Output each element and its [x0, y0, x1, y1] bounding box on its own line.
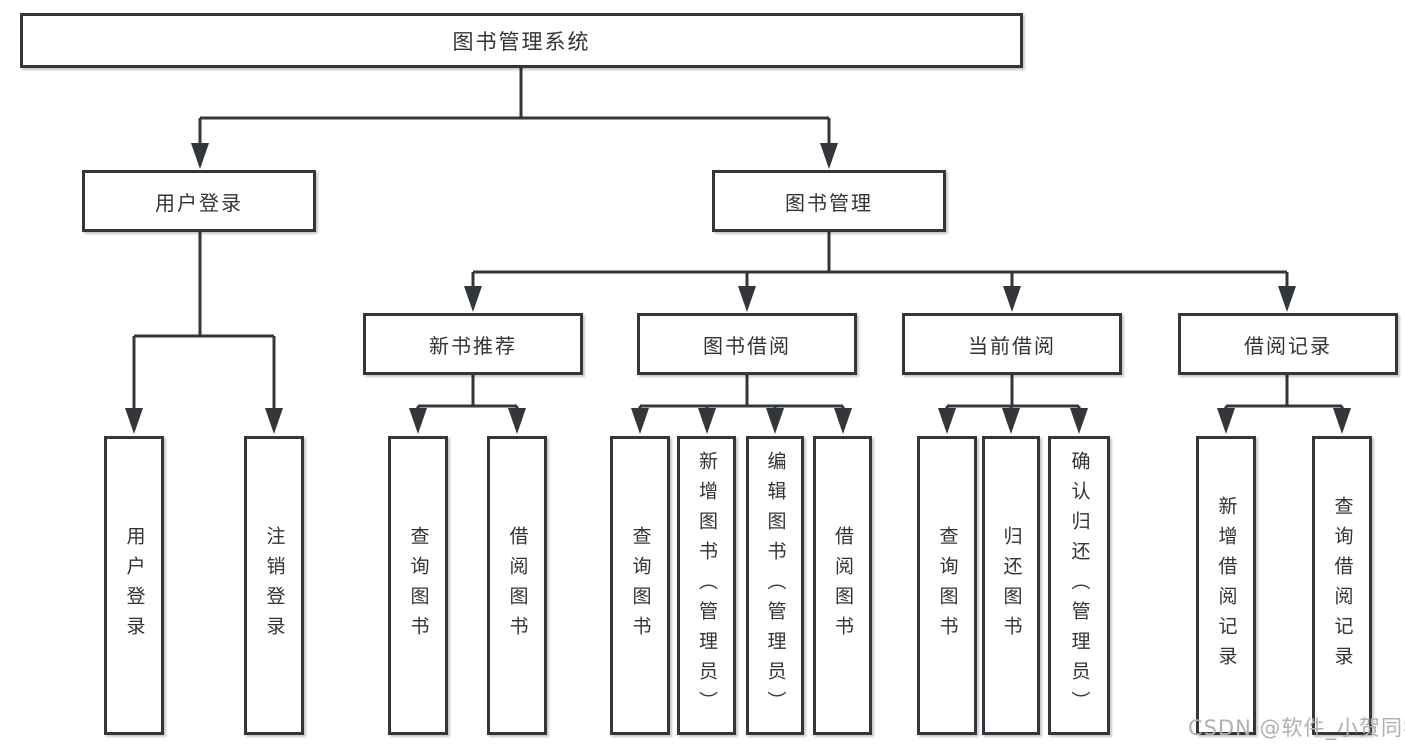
arrowhead	[464, 286, 482, 312]
leaf-borrowing-borrow-books-label: 借阅图书	[832, 525, 854, 646]
leaf-user-login: 用户登录	[104, 436, 164, 735]
arrowhead	[834, 408, 852, 434]
node-library-management-system: 图书管理系统	[20, 13, 1023, 68]
arrowhead	[265, 408, 283, 434]
node-user-login: 用户登录	[82, 170, 316, 232]
leaf-borrowing-borrow-books: 借阅图书	[813, 436, 872, 735]
arrowhead	[1278, 286, 1296, 312]
arrowheads	[125, 143, 1351, 434]
leaf-logout-label: 注销登录	[263, 525, 286, 646]
leaf-recommend-borrow-books: 借阅图书	[487, 436, 547, 735]
arrowhead	[1333, 408, 1351, 434]
arrowhead	[1070, 408, 1088, 434]
leaf-recommend-query-books: 查询图书	[388, 436, 448, 735]
leaf-records-add-record-label: 新增借阅记录	[1215, 495, 1238, 676]
leaf-records-query-record-label: 查询借阅记录	[1331, 495, 1354, 676]
arrowhead	[938, 408, 956, 434]
leaf-borrowing-query-books-label: 查询图书	[629, 525, 652, 646]
node-current-borrowing: 当前借阅	[902, 313, 1122, 375]
arrowhead	[631, 408, 649, 434]
node-borrowing-records-label: 借阅记录	[1244, 333, 1332, 358]
node-current-borrowing-label: 当前借阅	[968, 333, 1056, 358]
leaf-borrowing-add-books-admin-label: 新增图书（管理员）	[696, 450, 718, 721]
arrowhead	[820, 143, 838, 169]
leaf-borrowing-edit-books-admin: 编辑图书（管理员）	[746, 436, 804, 735]
arrowhead	[191, 143, 209, 169]
leaf-logout: 注销登录	[244, 436, 304, 735]
node-book-borrowing-label: 图书借阅	[703, 333, 791, 358]
arrowhead	[766, 408, 784, 434]
leaf-recommend-borrow-books-label: 借阅图书	[506, 525, 529, 646]
arrowhead	[508, 408, 526, 434]
leaf-recommend-query-books-label: 查询图书	[407, 525, 430, 646]
leaf-current-confirm-return-admin: 确认归还（管理员）	[1048, 436, 1110, 735]
node-new-book-recommendation: 新书推荐	[363, 313, 583, 375]
leaf-borrowing-add-books-admin: 新增图书（管理员）	[677, 436, 736, 735]
leaf-borrowing-edit-books-admin-label: 编辑图书（管理员）	[764, 450, 787, 721]
leaf-current-query-books: 查询图书	[917, 436, 977, 735]
node-library-management-system-label: 图书管理系统	[452, 29, 591, 54]
arrowhead	[1003, 286, 1021, 312]
csdn-watermark: CSDN @软件_小贺同学	[1188, 716, 1405, 740]
arrowhead	[1217, 408, 1235, 434]
leaf-borrowing-query-books: 查询图书	[610, 436, 670, 735]
node-new-book-recommendation-label: 新书推荐	[429, 333, 517, 358]
node-book-borrowing: 图书借阅	[637, 313, 857, 375]
leaf-user-login-label: 用户登录	[123, 525, 146, 646]
leaf-current-return-books-label: 归还图书	[1000, 525, 1023, 646]
node-borrowing-records: 借阅记录	[1178, 313, 1398, 375]
leaf-records-add-record: 新增借阅记录	[1196, 436, 1256, 735]
arrowhead	[698, 408, 716, 434]
node-book-management: 图书管理	[712, 170, 946, 232]
arrowhead	[409, 408, 427, 434]
node-user-login-label: 用户登录	[155, 190, 243, 215]
arrowhead	[1002, 408, 1020, 434]
leaf-records-query-record: 查询借阅记录	[1312, 436, 1372, 735]
leaf-current-confirm-return-admin-label: 确认归还（管理员）	[1068, 450, 1091, 721]
node-book-management-label: 图书管理	[785, 190, 873, 215]
leaf-current-return-books: 归还图书	[982, 436, 1040, 735]
arrowhead	[738, 286, 756, 312]
arrowhead	[125, 408, 143, 434]
leaf-current-query-books-label: 查询图书	[936, 525, 959, 646]
